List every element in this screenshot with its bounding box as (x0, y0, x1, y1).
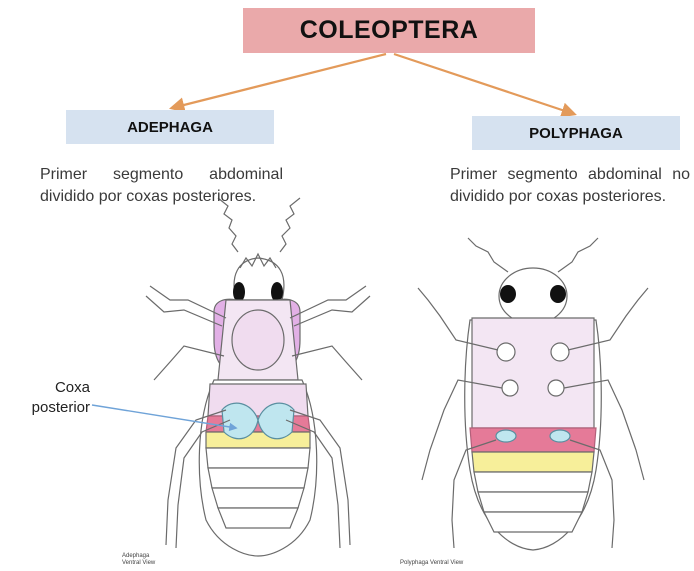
caption-polyphaga: Polyphaga Ventral View (400, 560, 463, 567)
coxa-posterior-label: Coxa posterior (8, 378, 90, 418)
adephaga-beetle-illustration (146, 198, 370, 556)
caption-adephaga: Adephaga Ventral View (122, 553, 155, 567)
polyphaga-beetle-illustration (418, 238, 648, 550)
label-polyphaga: POLYPHAGA (472, 116, 680, 150)
description-polyphaga: Primer segmento abdominal no dividido po… (450, 164, 690, 208)
callout-line1: Coxa (8, 378, 90, 398)
label-adephaga: ADEPHAGA (66, 110, 274, 144)
title-coleoptera: COLEOPTERA (243, 8, 535, 53)
arrow-to-polyphaga (394, 54, 574, 114)
callout-line2: posterior (8, 398, 90, 418)
caption-adephaga-line1: Adephaga (122, 553, 155, 560)
description-adephaga: Primer segmento abdominal dividido por c… (40, 164, 283, 208)
caption-adephaga-line2: Ventral View (122, 560, 155, 567)
arrow-to-adephaga (172, 54, 386, 108)
